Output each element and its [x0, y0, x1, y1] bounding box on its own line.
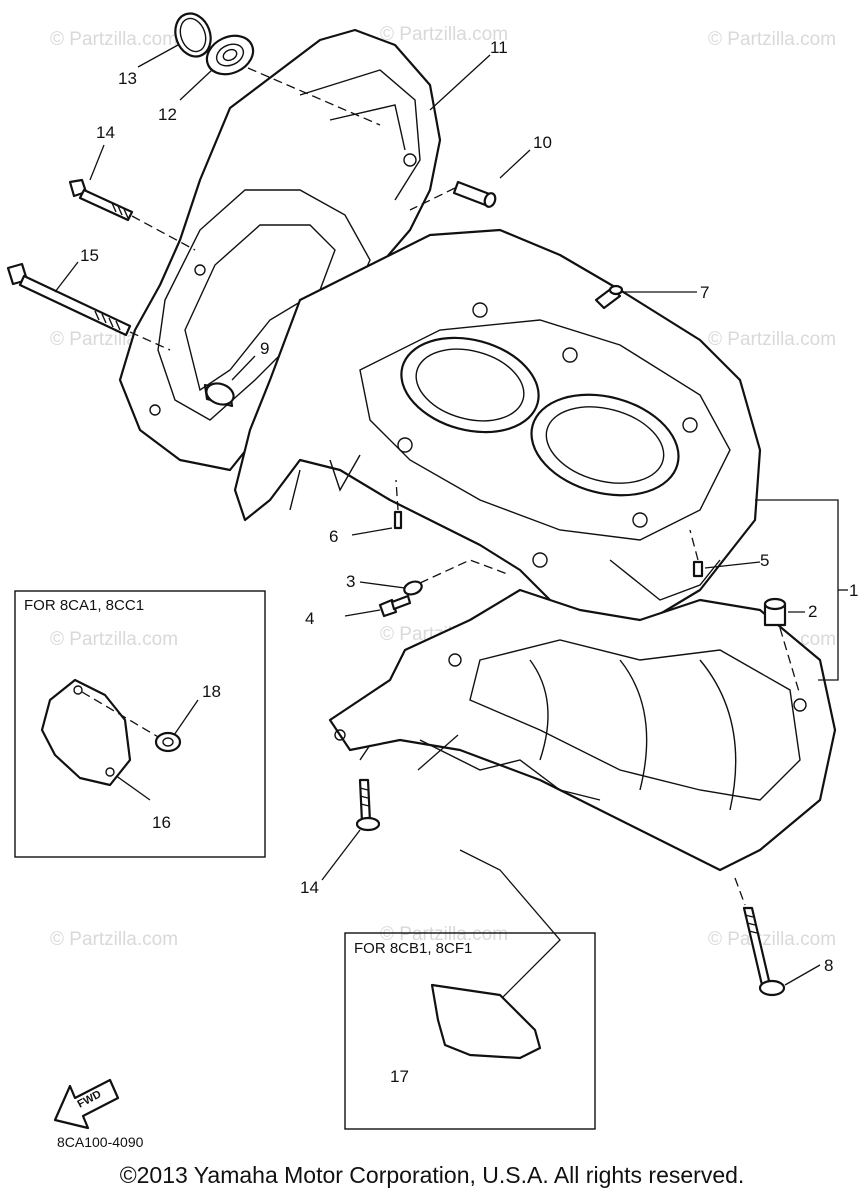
watermark: © Partzilla.com [50, 929, 178, 950]
inset-label: FOR 8CB1, 8CF1 [354, 940, 472, 957]
callout-9: 9 [260, 339, 269, 358]
callout-18: 18 [202, 682, 221, 701]
bolt-15 [6, 262, 132, 337]
collar-9 [203, 382, 235, 408]
bolt-14-lower [355, 778, 381, 832]
callout-14: 14 [300, 878, 319, 897]
lower-crankcase [328, 588, 837, 872]
pin-guide-line [395, 479, 399, 511]
callout-1: 1 [849, 581, 858, 600]
watermark: © Partzilla.com [50, 29, 178, 50]
plate-17 [430, 983, 542, 1060]
callout-16: 16 [152, 813, 171, 832]
callout-12: 12 [158, 105, 177, 124]
callout-5: 5 [760, 551, 769, 570]
callout-17: 17 [390, 1067, 409, 1086]
watermark: © Partzilla.com [50, 629, 178, 650]
bolt-14-upper [68, 178, 134, 222]
cover-16 [40, 678, 132, 787]
nut-18 [154, 731, 182, 753]
watermark: © Partzilla.com [380, 24, 508, 45]
callout-14: 14 [96, 123, 115, 142]
watermark: © Partzilla.com [380, 924, 508, 945]
callout-11: 11 [490, 38, 508, 57]
watermark: © Partzilla.com [708, 329, 836, 350]
callout-13: 13 [118, 69, 137, 88]
dowel-pin-5 [692, 560, 704, 578]
snap-ring [174, 12, 212, 58]
bolt-guide-line [734, 877, 746, 906]
pin-guide-line [779, 627, 801, 696]
knock-pin-2 [763, 597, 787, 627]
callout-7: 7 [700, 283, 709, 302]
callout-4: 4 [305, 609, 314, 628]
callout-3: 3 [346, 572, 355, 591]
bearing [205, 34, 255, 76]
dowel-pin-10 [452, 180, 497, 208]
callout-8: 8 [824, 956, 833, 975]
callout-numbers: 13 12 11 10 14 15 9 7 6 5 3 4 1 2 14 8 [80, 38, 858, 975]
washer-3 [403, 580, 423, 596]
fwd-arrow-icon: FWD [53, 1078, 120, 1130]
diagram-code: 8CA100-4090 [57, 1134, 144, 1150]
callout-6: 6 [329, 527, 338, 546]
inset-box-bottom: FOR 8CB1, 8CF1 17 [344, 932, 596, 1130]
nut-guide-line [81, 691, 161, 739]
dowel-pin-6 [393, 510, 403, 530]
upper-crankcase [233, 228, 762, 642]
bolt-guide-line [129, 331, 171, 351]
inset-label: FOR 8CA1, 8CC1 [24, 597, 144, 614]
bolt-guide-line [131, 215, 196, 251]
leader-lines [54, 44, 821, 1001]
pin-guide-line [689, 529, 699, 561]
bearing-guide-line [247, 67, 381, 126]
pin-guide-line [409, 187, 456, 211]
inset-box-left: FOR 8CA1, 8CC1 18 16 [14, 590, 266, 858]
copyright-notice: ©2013 Yamaha Motor Corporation, U.S.A. A… [119, 1162, 745, 1188]
bolt-8 [742, 906, 786, 997]
bolt-guide-line [419, 559, 511, 584]
callout-10: 10 [533, 133, 552, 152]
stud-7 [594, 284, 624, 310]
callout-15: 15 [80, 246, 99, 265]
group-bracket [755, 499, 848, 681]
watermark: © Partzilla.com [708, 929, 836, 950]
watermark: © Partzilla.com [708, 29, 836, 50]
bolt-4 [378, 594, 412, 618]
callout-2: 2 [808, 602, 817, 621]
